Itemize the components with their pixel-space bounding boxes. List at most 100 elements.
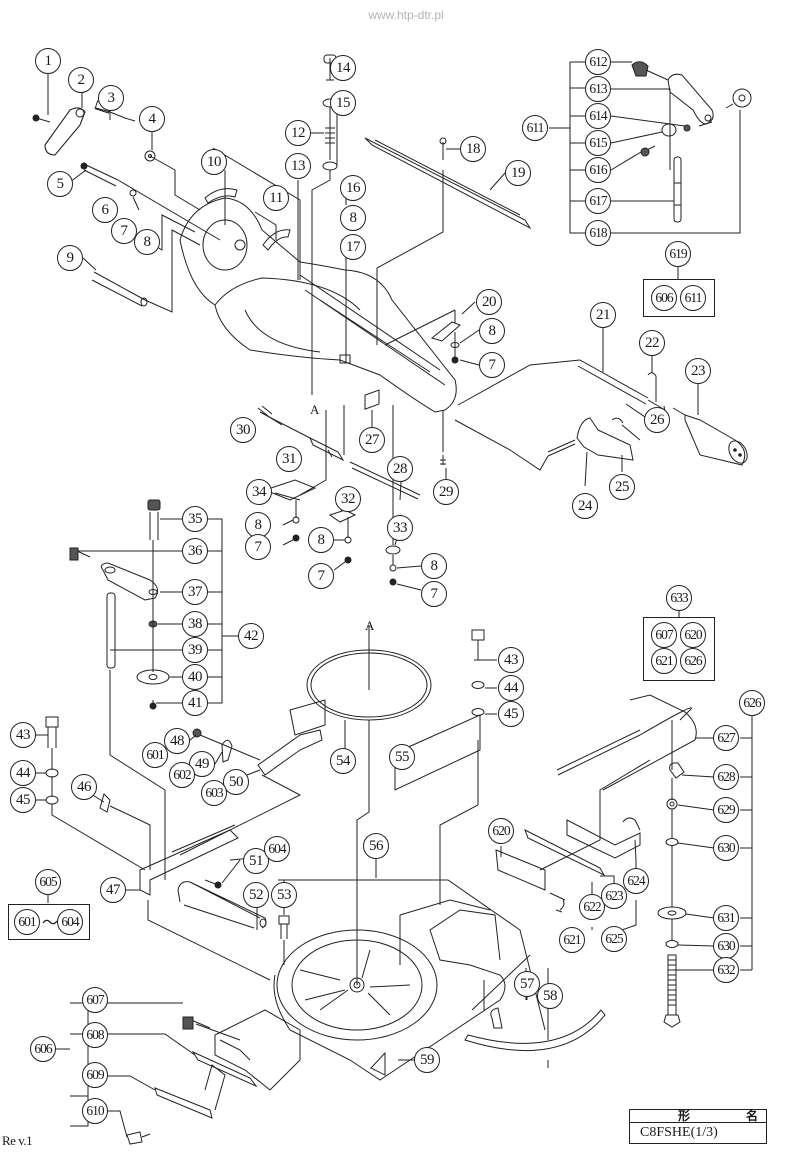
part-callout-2: 2 xyxy=(68,67,94,93)
part-callout-4: 4 xyxy=(139,106,165,132)
part-callout-15: 15 xyxy=(330,90,356,116)
part-callout-7: 7 xyxy=(479,352,505,378)
watermark: www.htp-dtr.pl xyxy=(368,8,444,22)
part-callout-19: 19 xyxy=(505,160,531,186)
part-callout-621: 621 xyxy=(559,927,585,953)
part-callout-610: 610 xyxy=(82,1098,108,1124)
part-callout-616: 616 xyxy=(585,157,611,183)
part-callout-8: 8 xyxy=(134,229,160,255)
part-callout-627: 627 xyxy=(713,725,739,751)
part-callout-630: 630 xyxy=(713,835,739,861)
part-callout-9: 9 xyxy=(57,245,83,271)
part-callout-8: 8 xyxy=(479,318,505,344)
part-callout-625: 625 xyxy=(601,926,627,952)
part-callout-626: 626 xyxy=(739,690,765,716)
part-callout-52: 52 xyxy=(243,882,269,908)
part-callout-628: 628 xyxy=(713,764,739,790)
kit-633-item-607: 607 xyxy=(651,622,677,648)
part-callout-34: 34 xyxy=(246,479,272,505)
part-callout-45: 45 xyxy=(498,701,524,727)
kit-619-item-606: 606 xyxy=(651,285,677,311)
part-callout-611: 611 xyxy=(522,115,548,141)
part-callout-632: 632 xyxy=(713,957,739,983)
part-callout-56: 56 xyxy=(363,833,389,859)
part-callout-622: 622 xyxy=(579,894,605,920)
part-callout-1: 1 xyxy=(35,48,61,74)
part-callout-14: 14 xyxy=(330,55,356,81)
part-callout-45: 45 xyxy=(10,787,36,813)
part-callout-37: 37 xyxy=(182,579,208,605)
part-callout-38: 38 xyxy=(182,611,208,637)
model-header-right: 名 xyxy=(746,1109,759,1123)
part-callout-8: 8 xyxy=(245,512,271,538)
part-callout-605: 605 xyxy=(35,869,61,895)
leader-lines xyxy=(33,62,752,1137)
part-callout-8: 8 xyxy=(308,527,334,553)
part-callout-29: 29 xyxy=(433,479,459,505)
part-callout-608: 608 xyxy=(82,1022,108,1048)
part-callout-25: 25 xyxy=(609,474,635,500)
part-callout-6: 6 xyxy=(92,197,118,223)
lever xyxy=(45,108,85,155)
part-callout-32: 32 xyxy=(335,486,361,512)
part-callout-23: 23 xyxy=(685,358,711,384)
part-callout-48: 48 xyxy=(164,728,190,754)
part-callout-28: 28 xyxy=(387,456,413,482)
part-callout-8: 8 xyxy=(340,205,366,231)
part-callout-57: 57 xyxy=(514,971,540,997)
part-callout-618: 618 xyxy=(585,220,611,246)
upper-arm-body xyxy=(180,198,456,412)
part-callout-615: 615 xyxy=(585,130,611,156)
part-callout-620: 620 xyxy=(488,818,514,844)
part-callout-617: 617 xyxy=(585,188,611,214)
kit-605-range-to: 604 xyxy=(57,909,83,935)
model-header-left: 形 xyxy=(678,1109,691,1123)
kit-633-item-626: 626 xyxy=(680,648,706,674)
part-callout-53: 53 xyxy=(271,882,297,908)
part-callout-46: 46 xyxy=(71,774,97,800)
part-callout-633: 633 xyxy=(666,585,692,611)
part-callout-47: 47 xyxy=(100,877,126,903)
part-callout-623: 623 xyxy=(601,883,627,909)
part-callout-630: 630 xyxy=(713,933,739,959)
part-callout-44: 44 xyxy=(498,675,524,701)
part-callout-24: 24 xyxy=(572,493,598,519)
part-callout-21: 21 xyxy=(590,302,616,328)
part-callout-609: 609 xyxy=(82,1062,108,1088)
part-callout-10: 10 xyxy=(201,149,227,175)
part-callout-27: 27 xyxy=(359,427,385,453)
part-callout-7: 7 xyxy=(421,581,447,607)
part-callout-43: 43 xyxy=(10,722,36,748)
part-callout-40: 40 xyxy=(182,664,208,690)
model-number: C8FSHE(1/3) xyxy=(640,1125,718,1140)
kit-605-range-from: 601 xyxy=(14,909,40,935)
part-callout-612: 612 xyxy=(585,49,611,75)
part-callout-41: 41 xyxy=(182,690,208,716)
part-callout-54: 54 xyxy=(330,748,356,774)
part-callout-12: 12 xyxy=(285,120,311,146)
part-callout-13: 13 xyxy=(285,153,311,179)
part-callout-59: 59 xyxy=(414,1047,440,1073)
part-callout-22: 22 xyxy=(639,330,665,356)
part-callout-42: 42 xyxy=(238,623,264,649)
part-callout-614: 614 xyxy=(585,103,611,129)
part-callout-58: 58 xyxy=(537,983,563,1009)
part-callout-44: 44 xyxy=(10,760,36,786)
model-table-header: 形 名 xyxy=(630,1110,766,1123)
part-callout-5: 5 xyxy=(47,171,73,197)
part-callout-601: 601 xyxy=(142,742,168,768)
part-callout-3: 3 xyxy=(98,85,124,111)
kit-633-item-621: 621 xyxy=(651,648,677,674)
part-callout-35: 35 xyxy=(182,506,208,532)
part-callout-602: 602 xyxy=(169,762,195,788)
part-callout-17: 17 xyxy=(340,234,366,260)
kit-633-item-620: 620 xyxy=(680,622,706,648)
revision-label: Re v.1 xyxy=(2,1133,33,1148)
part-callout-55: 55 xyxy=(389,744,415,770)
part-callout-43: 43 xyxy=(498,647,524,673)
part-callout-629: 629 xyxy=(713,797,739,823)
part-callout-604: 604 xyxy=(264,836,290,862)
part-callout-11: 11 xyxy=(263,185,289,211)
part-callout-619: 619 xyxy=(665,241,691,267)
